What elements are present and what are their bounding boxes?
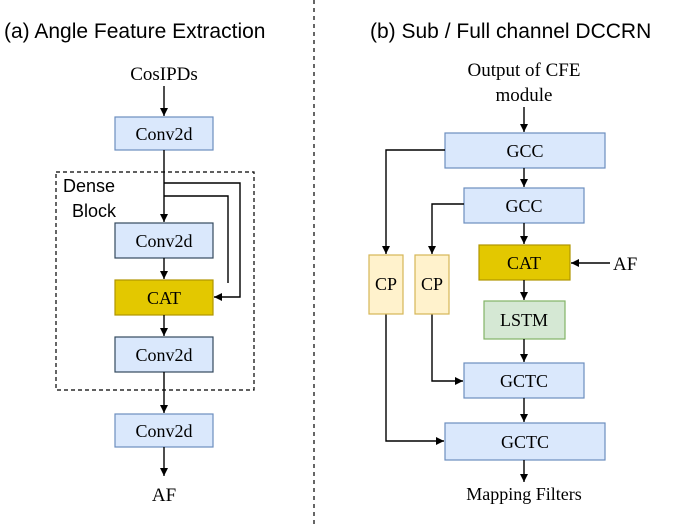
gctc-1-label: GCTC [500, 371, 548, 391]
gcc-1-node: GCC [444, 132, 606, 169]
dense-block-frame [55, 171, 255, 391]
left-panel-title: (a) Angle Feature Extraction [4, 20, 265, 43]
edge-gcc2-to-cp2 [428, 203, 464, 254]
edge-gcc1-to-cp1 [382, 149, 445, 254]
edge-skip-outer [164, 182, 241, 301]
left-conv-dense-2-node: Conv2d [114, 336, 214, 373]
left-conv-bottom-label: Conv2d [135, 421, 192, 441]
gctc-1-node: GCTC [463, 362, 585, 399]
right-panel-title: (b) Sub / Full channel DCCRN [370, 20, 651, 43]
left-conv-bottom-node: Conv2d [114, 413, 214, 448]
right-af-label: AF [613, 254, 637, 275]
edge-cp1-to-gctc2 [385, 314, 444, 445]
left-conv-dense-1-node: Conv2d [114, 222, 214, 259]
dense-block-label-line2: Block [72, 201, 117, 221]
left-conv-dense-1-label: Conv2d [135, 231, 192, 251]
lstm-node: LSTM [483, 300, 566, 340]
left-output-label: AF [152, 485, 176, 506]
gctc-2-node: GCTC [444, 422, 606, 461]
lstm-label: LSTM [500, 310, 548, 330]
left-conv-top-node: Conv2d [114, 116, 214, 151]
right-cat-node: CAT [478, 244, 571, 281]
right-output-label: Mapping Filters [466, 484, 582, 504]
gcc-2-label: GCC [505, 196, 542, 216]
edge-cp2-to-gctc1 [431, 314, 463, 385]
right-input-label-line2: module [496, 85, 553, 106]
left-cat-node: CAT [114, 279, 214, 316]
cp-1-label: CP [375, 274, 397, 294]
left-input-label: CosIPDs [130, 64, 198, 85]
gctc-2-label: GCTC [501, 432, 549, 452]
left-conv-top-label: Conv2d [135, 124, 192, 144]
left-conv-dense-2-label: Conv2d [135, 345, 192, 365]
right-cat-label: CAT [507, 253, 541, 273]
cp-1-node: CP [368, 254, 404, 315]
left-cat-label: CAT [147, 288, 181, 308]
cp-2-node: CP [414, 254, 450, 315]
right-input-label-line1: Output of CFE [468, 60, 581, 81]
cp-2-label: CP [421, 274, 443, 294]
dense-block-label-line1: Dense [63, 176, 115, 196]
gcc-1-label: GCC [506, 141, 543, 161]
gcc-2-node: GCC [463, 187, 585, 224]
edge-skip-inner [164, 195, 229, 283]
